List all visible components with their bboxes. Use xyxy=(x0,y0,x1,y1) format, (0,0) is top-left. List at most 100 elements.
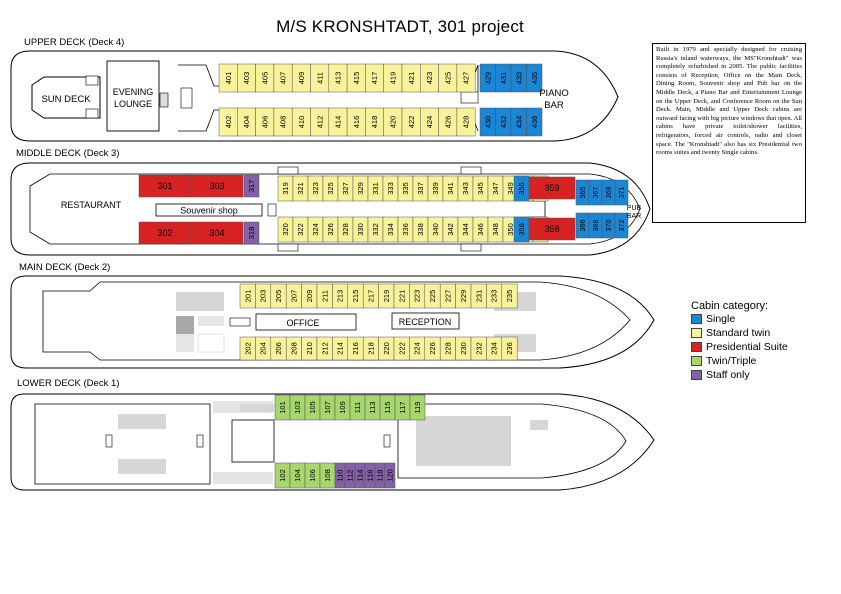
cabin-number-317: 317 xyxy=(247,180,256,193)
cabin-number-108: 108 xyxy=(323,469,332,482)
cabin-number-428: 428 xyxy=(462,116,471,129)
cabin-number-407: 407 xyxy=(279,72,288,85)
lower-deck-room-grey-2 xyxy=(118,459,166,474)
main-deck-room-grey-4 xyxy=(176,334,194,352)
legend-label-standard-twin: Standard twin xyxy=(706,327,771,339)
cabin-236 xyxy=(501,336,518,361)
cabin-number-116: 116 xyxy=(366,470,375,482)
cabin-number-106: 106 xyxy=(308,469,317,482)
main-deck-room-grey-5 xyxy=(197,333,225,353)
cabin-number-420: 420 xyxy=(388,116,397,129)
cabin-number-402: 402 xyxy=(224,116,233,129)
cabin-number-421: 421 xyxy=(407,72,416,85)
cabin-number-111: 111 xyxy=(353,402,362,413)
cabin-number-321: 321 xyxy=(296,182,305,195)
cabin-428 xyxy=(456,107,476,137)
cabin-number-339: 339 xyxy=(431,182,440,195)
cabin-number-430: 430 xyxy=(483,116,492,129)
legend-swatch-presidential xyxy=(691,342,702,352)
cabin-number-320: 320 xyxy=(281,223,290,236)
middle-deck-pub-label-1: PUB xyxy=(627,205,642,212)
cabin-number-368: 368 xyxy=(593,220,600,232)
cabin-number-231: 231 xyxy=(474,290,483,303)
cabin-number-418: 418 xyxy=(370,116,379,129)
legend-item-standard-twin: Standard twin xyxy=(691,326,788,340)
middle-deck-stairs-2 xyxy=(277,166,299,175)
cabin-number-118: 118 xyxy=(376,470,385,482)
cabin-number-356: 356 xyxy=(517,223,526,236)
middle-deck-stairs-3 xyxy=(277,243,299,252)
cabin-number-220: 220 xyxy=(382,342,391,355)
cabin-number-204: 204 xyxy=(259,342,268,355)
cabin-number-334: 334 xyxy=(386,223,395,236)
cabin-number-323: 323 xyxy=(311,182,320,195)
lower-deck-engine-room xyxy=(231,419,275,463)
cabin-number-328: 328 xyxy=(341,223,350,236)
page-title: M/S KRONSHTADT, 301 project xyxy=(276,17,524,36)
cabin-number-412: 412 xyxy=(315,116,324,129)
cabin-number-408: 408 xyxy=(279,116,288,129)
upper-deck-stairs-1 xyxy=(85,75,99,86)
cabin-number-112: 112 xyxy=(346,470,355,482)
upper-deck-piano-label-1: PIANO xyxy=(539,88,569,99)
legend-swatch-standard-twin xyxy=(691,328,702,338)
cabin-number-110: 110 xyxy=(336,470,345,482)
lower-deck-inner xyxy=(34,403,211,485)
cabin-number-236: 236 xyxy=(505,342,514,355)
cabin-number-227: 227 xyxy=(444,290,453,303)
cabin-number-210: 210 xyxy=(305,342,314,355)
cabin-number-415: 415 xyxy=(352,72,361,85)
upper-deck-evening-lounge-label-2: LOUNGE xyxy=(114,99,152,109)
main-deck-stairs xyxy=(229,317,251,327)
cabin-number-331: 331 xyxy=(371,182,380,195)
cabin-number-326: 326 xyxy=(326,223,335,236)
cabin-number-423: 423 xyxy=(425,72,434,85)
cabin-number-201: 201 xyxy=(243,290,252,303)
main-deck-reception xyxy=(391,312,460,330)
upper-deck-stairs-2 xyxy=(85,108,99,119)
upper-deck-sun-deck xyxy=(31,76,101,119)
cabin-number-224: 224 xyxy=(413,342,422,355)
cabin-number-426: 426 xyxy=(443,116,452,129)
cabin-number-114: 114 xyxy=(356,470,365,482)
legend-label-staff: Staff only xyxy=(706,369,750,381)
middle-deck-stairs-4 xyxy=(460,166,482,175)
cabin-number-117: 117 xyxy=(398,402,407,414)
legend-label-single: Single xyxy=(706,313,736,325)
cabin-number-433: 433 xyxy=(514,72,523,85)
main-deck-room-grey-2 xyxy=(176,316,194,334)
cabin-number-218: 218 xyxy=(367,342,376,355)
cabin-number-229: 229 xyxy=(459,290,468,303)
upper-deck-evening-lounge-label-1: EVENING xyxy=(113,87,154,97)
cabin-number-234: 234 xyxy=(490,342,499,355)
cabin-number-205: 205 xyxy=(274,290,283,303)
lower-deck-room-grey-7 xyxy=(530,420,548,430)
cabin-number-301: 301 xyxy=(157,181,172,191)
cabin-number-358: 358 xyxy=(544,224,559,234)
middle-deck-label: MIDDLE DECK (Deck 3) xyxy=(16,148,120,159)
cabin-number-113: 113 xyxy=(368,402,377,414)
cabin-number-101: 101 xyxy=(278,401,287,414)
cabin-number-109: 109 xyxy=(338,401,347,414)
cabin-number-228: 228 xyxy=(444,342,453,355)
lower-deck-label: LOWER DECK (Deck 1) xyxy=(17,378,120,389)
main-deck-office-label: OFFICE xyxy=(287,318,320,328)
cabin-number-324: 324 xyxy=(311,223,320,236)
cabin-number-206: 206 xyxy=(274,342,283,355)
legend-label-presidential: Presidential Suite xyxy=(706,341,788,353)
cabin-number-105: 105 xyxy=(308,401,317,414)
cabin-number-405: 405 xyxy=(260,72,269,85)
lower-deck-stairs-1 xyxy=(105,434,113,448)
cabin-number-338: 338 xyxy=(416,223,425,236)
cabin-number-372: 372 xyxy=(619,220,626,232)
cabin-number-419: 419 xyxy=(388,72,397,85)
cabin-number-434: 434 xyxy=(514,116,523,129)
cabin-number-333: 333 xyxy=(386,182,395,195)
cabin-303 xyxy=(190,174,244,198)
upper-deck-sun-deck-label: SUN DECK xyxy=(41,94,91,105)
legend-label-twin-triple: Twin/Triple xyxy=(706,355,757,367)
cabin-legend: Cabin category: Single Standard twin Pre… xyxy=(691,300,788,382)
